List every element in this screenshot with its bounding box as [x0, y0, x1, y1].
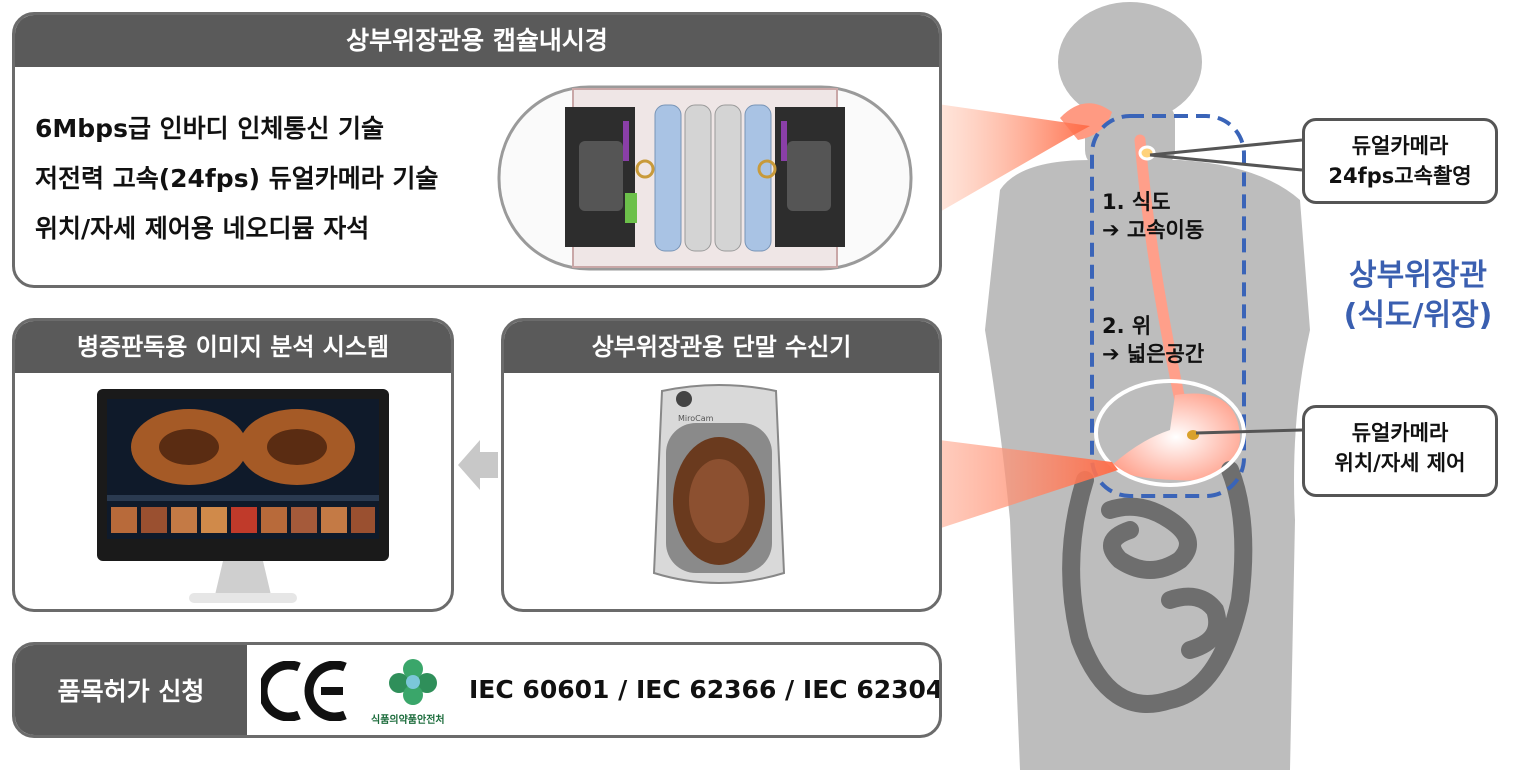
step1-title: 1. 식도: [1102, 190, 1171, 214]
image-analysis-panel: 병증판독용 이미지 분석 시스템: [12, 318, 454, 612]
region-title-line2: (식도/위장): [1343, 298, 1493, 333]
region-title-line1: 상부위장관: [1349, 258, 1487, 293]
receiver-device-illustration: MiroCam: [652, 384, 786, 584]
callout-top-line1: 듀얼카메라: [1351, 134, 1449, 158]
intestines-shape: [1062, 461, 1253, 713]
esophagus-shape: [1134, 134, 1186, 406]
callout-top-line2: 24fps고속촬영: [1328, 164, 1472, 188]
capsule-top-marker: [1138, 145, 1156, 161]
step2-desc: ➔ 넓은공간: [1102, 342, 1205, 366]
callout-bottom-line1: 듀얼카메라: [1351, 421, 1449, 445]
upper-gi-title: 상부위장관 (식도/위장): [1328, 256, 1508, 336]
stomach-shape: [1112, 393, 1240, 481]
body-silhouette: [985, 2, 1310, 770]
receiver-panel-title: 상부위장관용 단말 수신기: [504, 321, 939, 373]
certification-panel: 품목허가 신청 식품의약품안전처 IEC 60601 / IEC 62366 /…: [12, 642, 942, 738]
receiver-brand-text: MiroCam: [678, 414, 714, 423]
receiver-panel: 상부위장관용 단말 수신기 MiroCam: [501, 318, 942, 612]
certification-label: 품목허가 신청: [15, 645, 247, 735]
step1-desc: ➔ 고속이동: [1102, 218, 1205, 242]
capsule-beam: [896, 98, 1090, 232]
callout-position-control: 듀얼카메라 위치/자세 제어: [1302, 405, 1498, 497]
mfds-name: 식품의약품안전처: [371, 715, 445, 726]
feature-dual-camera: 저전력 고속(24fps) 듀얼카메라 기술: [35, 164, 439, 193]
mfds-logo-icon: [389, 659, 437, 705]
callout-high-speed-capture: 듀얼카메라 24fps고속촬영: [1302, 118, 1498, 204]
capsule-panel-title: 상부위장관용 캡슐내시경: [15, 15, 939, 67]
left-arrow-icon: [458, 440, 498, 490]
step2-title: 2. 위: [1102, 314, 1152, 338]
iec-standards: IEC 60601 / IEC 62366 / IEC 62304: [469, 675, 942, 704]
feature-magnet-control: 위치/자세 제어용 네오디뮴 자석: [35, 214, 370, 243]
ce-mark-icon: [261, 661, 347, 721]
upper-gi-region: [1090, 114, 1246, 498]
callout-bottom-line2: 위치/자세 제어: [1334, 451, 1466, 475]
monitor-illustration: [97, 389, 389, 603]
capsule-endoscope-panel: 상부위장관용 캡슐내시경 6Mbps급 인바디 인체통신 기술 저전력 고속(2…: [12, 12, 942, 288]
analysis-panel-title: 병증판독용 이미지 분석 시스템: [15, 321, 451, 373]
capsule-illustration: [497, 85, 913, 271]
feature-body-communication: 6Mbps급 인바디 인체통신 기술: [35, 114, 385, 143]
